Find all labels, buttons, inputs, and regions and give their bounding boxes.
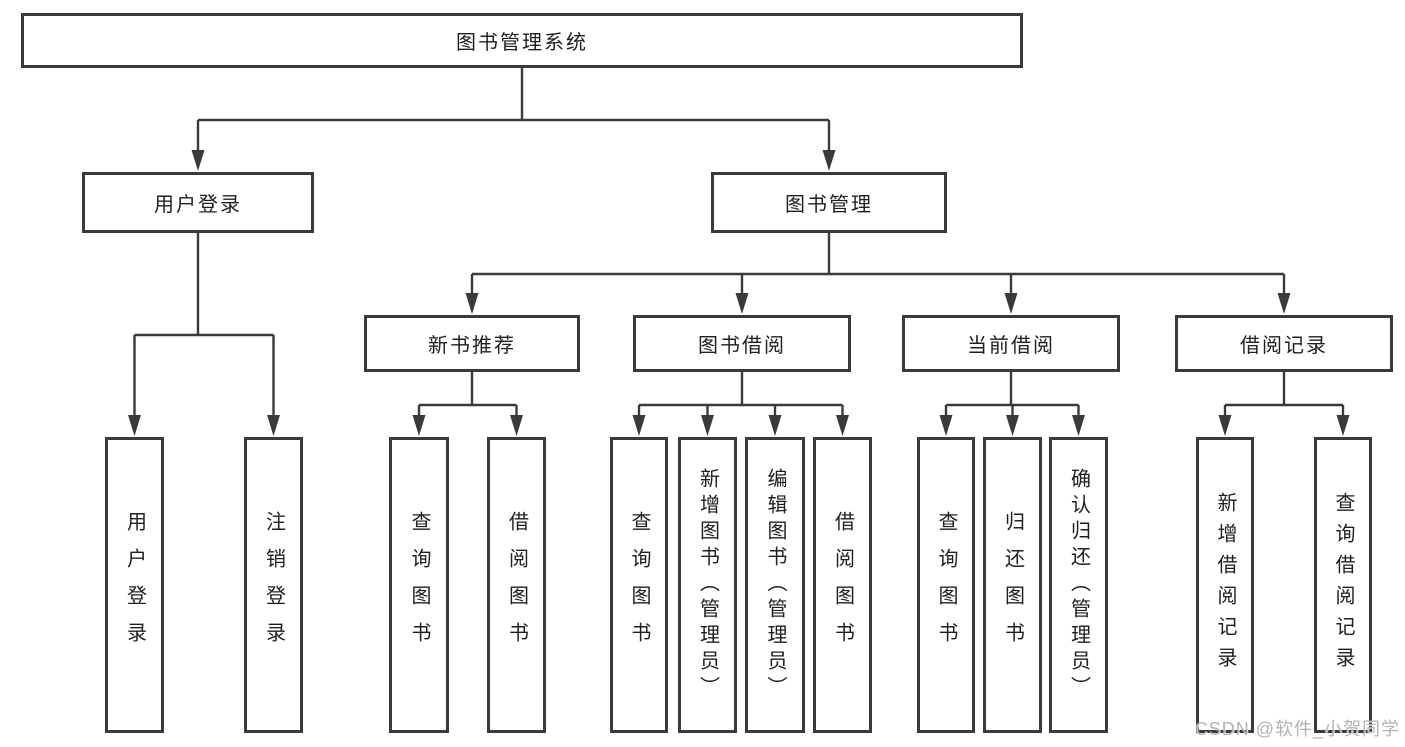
node-label: 借阅图书: [831, 511, 854, 659]
node-label: 用户登录: [154, 194, 242, 216]
node-label: 借阅记录: [1240, 335, 1328, 357]
node-label: 图书借阅: [698, 335, 786, 357]
node-label: 图书管理系统: [456, 32, 588, 54]
node-leaf-logout: 注销登录: [244, 437, 303, 733]
node-borrowing-records: 借阅记录: [1175, 315, 1393, 372]
node-new-book-recommend: 新书推荐: [364, 315, 580, 372]
node-label: 确认归还（管理员）: [1067, 468, 1090, 702]
node-leaf-cb-query-books: 查询图书: [917, 437, 975, 733]
node-leaf-bb-edit-books-admin: 编辑图书（管理员）: [745, 437, 805, 733]
node-label: 新书推荐: [428, 335, 516, 357]
node-label: 用户登录: [123, 511, 146, 659]
node-label: 图书管理: [785, 194, 873, 216]
node-book-management: 图书管理: [711, 172, 947, 233]
node-label: 当前借阅: [967, 335, 1055, 357]
node-leaf-user-login: 用户登录: [105, 437, 164, 733]
node-leaf-bb-query-books: 查询图书: [610, 437, 668, 733]
node-leaf-bb-add-books-admin: 新增图书（管理员）: [678, 437, 737, 733]
node-root: 图书管理系统: [21, 13, 1023, 68]
watermark-text: CSDN @软件_小贺同学: [1194, 719, 1400, 739]
node-leaf-br-query-record: 查询借阅记录: [1314, 437, 1372, 733]
node-label: 注销登录: [262, 511, 285, 659]
node-leaf-cb-confirm-return-admin: 确认归还（管理员）: [1049, 437, 1108, 733]
node-label: 新增借阅记录: [1214, 492, 1236, 678]
node-label: 查询图书: [628, 511, 650, 659]
node-label: 归还图书: [1001, 511, 1024, 659]
node-leaf-rec-query-books: 查询图书: [389, 437, 449, 733]
node-label: 查询图书: [935, 511, 957, 659]
node-leaf-bb-borrow-books: 借阅图书: [813, 437, 872, 733]
node-label: 借阅图书: [505, 511, 528, 659]
node-label: 新增图书（管理员）: [696, 468, 719, 702]
node-leaf-cb-return-books: 归还图书: [983, 437, 1042, 733]
node-book-borrowing: 图书借阅: [633, 315, 851, 372]
node-label: 编辑图书（管理员）: [764, 468, 786, 702]
node-current-borrowing: 当前借阅: [902, 315, 1120, 372]
node-label: 查询借阅记录: [1332, 492, 1354, 678]
node-user-login: 用户登录: [82, 172, 314, 233]
node-leaf-rec-borrow-books: 借阅图书: [487, 437, 546, 733]
node-label: 查询图书: [408, 511, 430, 659]
node-leaf-br-add-record: 新增借阅记录: [1196, 437, 1254, 733]
